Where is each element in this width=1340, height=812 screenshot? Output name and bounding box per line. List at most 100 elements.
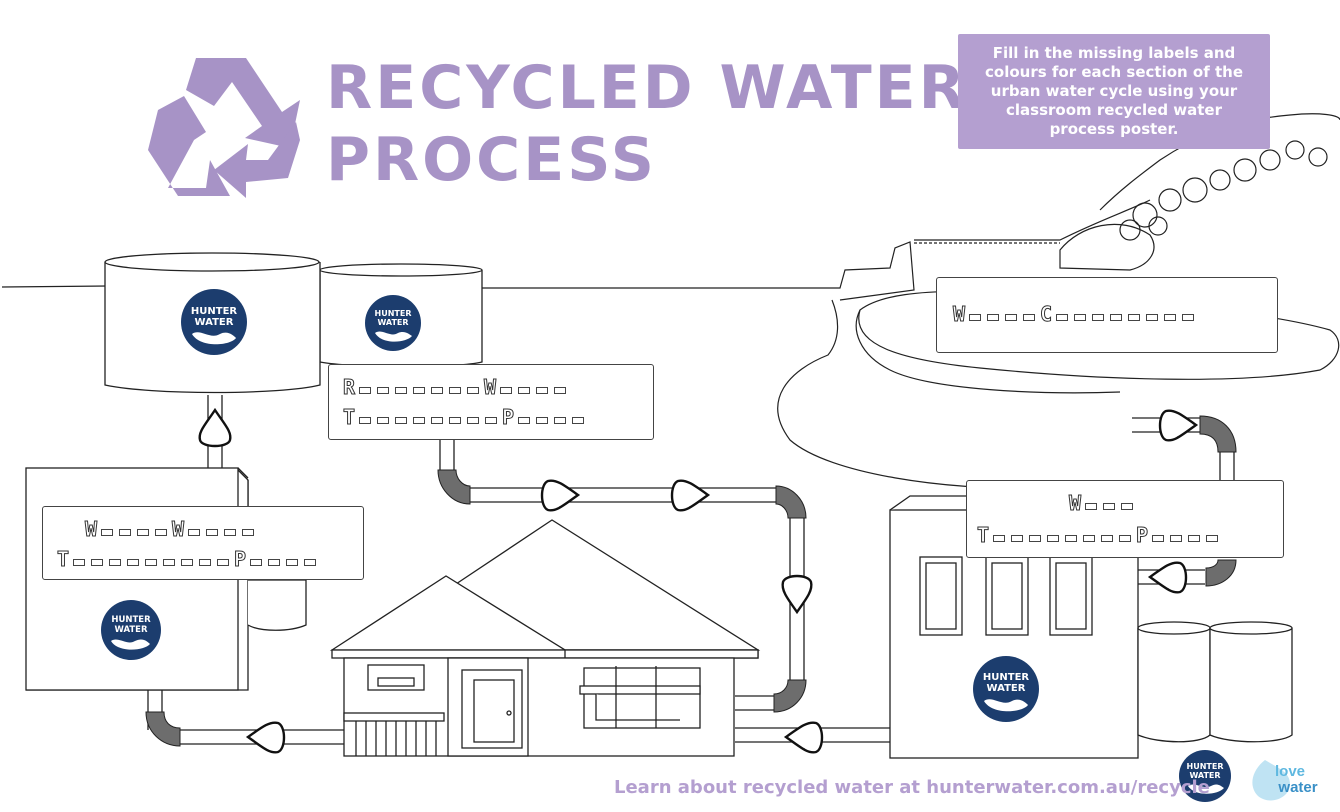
blank-dash[interactable] <box>413 387 426 394</box>
blank-dash[interactable] <box>449 417 462 424</box>
blank-dash[interactable] <box>1074 314 1087 321</box>
blank-dash[interactable] <box>101 529 114 536</box>
blank-dash[interactable] <box>1005 314 1018 321</box>
blank-dash[interactable] <box>377 417 390 424</box>
blank-dash[interactable] <box>188 529 201 536</box>
hunter-water-logo: HUNTER WATER <box>973 656 1039 722</box>
blank-dash[interactable] <box>1103 503 1116 510</box>
label-letter: W <box>172 517 186 542</box>
blank-dash[interactable] <box>217 559 230 566</box>
blank-dash[interactable] <box>431 417 444 424</box>
svg-text:WATER: WATER <box>195 317 234 328</box>
label-letter: W <box>84 517 99 542</box>
blank-dash[interactable] <box>119 529 132 536</box>
blank-dash[interactable] <box>1023 314 1036 321</box>
svg-text:HUNTER: HUNTER <box>191 306 238 317</box>
blank-dash[interactable] <box>395 387 408 394</box>
footer-link-text[interactable]: Learn about recycled water at hunterwate… <box>614 777 1210 798</box>
blank-dash[interactable] <box>500 387 513 394</box>
label-letter: P <box>1136 523 1150 548</box>
svg-text:WATER: WATER <box>114 625 148 635</box>
love-water-logo: love water <box>1252 760 1318 801</box>
blank-dash[interactable] <box>1101 535 1114 542</box>
flow-droplets <box>198 407 1199 754</box>
blank-dash[interactable] <box>1170 535 1183 542</box>
blank-dash[interactable] <box>1128 314 1141 321</box>
svg-text:WATER: WATER <box>377 318 408 327</box>
label-line: W <box>1068 491 1136 516</box>
blank-dash[interactable] <box>91 559 104 566</box>
blank-dash[interactable] <box>359 417 372 424</box>
blank-dash[interactable] <box>224 529 237 536</box>
blank-dash[interactable] <box>155 529 168 536</box>
label-letter: W <box>484 375 498 400</box>
blank-dash[interactable] <box>137 529 150 536</box>
svg-text:HUNTER: HUNTER <box>1187 762 1224 771</box>
svg-text:HUNTER: HUNTER <box>983 672 1030 683</box>
hunter-water-logo: HUNTER WATER <box>181 289 247 355</box>
blank-dash[interactable] <box>467 387 480 394</box>
blank-dash[interactable] <box>1047 535 1060 542</box>
blank-dash[interactable] <box>286 559 299 566</box>
blank-dash[interactable] <box>268 559 281 566</box>
blank-dash[interactable] <box>1092 314 1105 321</box>
blank-dash[interactable] <box>413 417 426 424</box>
blank-dash[interactable] <box>485 417 498 424</box>
blank-dash[interactable] <box>395 417 408 424</box>
blank-dash[interactable] <box>518 387 531 394</box>
blank-dash[interactable] <box>1110 314 1123 321</box>
blank-dash[interactable] <box>518 417 531 424</box>
blank-dash[interactable] <box>1083 535 1096 542</box>
blank-dash[interactable] <box>572 417 585 424</box>
blank-dash[interactable] <box>145 559 158 566</box>
blank-dash[interactable] <box>359 387 372 394</box>
blank-dash[interactable] <box>987 314 1000 321</box>
blank-dash[interactable] <box>1119 535 1132 542</box>
blank-dash[interactable] <box>536 417 549 424</box>
blank-dash[interactable] <box>431 387 444 394</box>
blank-dash[interactable] <box>554 417 567 424</box>
blank-dash[interactable] <box>1085 503 1098 510</box>
blank-dash[interactable] <box>1029 535 1042 542</box>
blank-dash[interactable] <box>199 559 212 566</box>
hunter-water-logo: HUNTER WATER <box>101 600 161 660</box>
blank-dash[interactable] <box>1182 314 1195 321</box>
label-letter: P <box>502 405 516 430</box>
blank-dash[interactable] <box>467 417 480 424</box>
label-letter: R <box>342 375 357 400</box>
page-title-line2: PROCESS <box>326 125 657 195</box>
blank-dash[interactable] <box>127 559 140 566</box>
blank-dash[interactable] <box>1056 314 1069 321</box>
blank-dash[interactable] <box>1152 535 1165 542</box>
blank-dash[interactable] <box>969 314 982 321</box>
svg-text:love: love <box>1275 763 1305 780</box>
hunter-water-logo: HUNTER WATER <box>365 295 421 351</box>
blank-dash[interactable] <box>1206 535 1219 542</box>
blank-dash[interactable] <box>554 387 567 394</box>
blank-dash[interactable] <box>206 529 219 536</box>
blank-dash[interactable] <box>242 529 255 536</box>
blank-dash[interactable] <box>536 387 549 394</box>
blank-dash[interactable] <box>449 387 462 394</box>
blank-dash[interactable] <box>377 387 390 394</box>
blank-dash[interactable] <box>1121 503 1134 510</box>
blank-dash[interactable] <box>1188 535 1201 542</box>
blank-dash[interactable] <box>163 559 176 566</box>
blank-dash[interactable] <box>1146 314 1159 321</box>
blank-dash[interactable] <box>1011 535 1024 542</box>
blank-dash[interactable] <box>993 535 1006 542</box>
blank-dash[interactable] <box>250 559 263 566</box>
blank-dash[interactable] <box>1065 535 1078 542</box>
blank-dash[interactable] <box>1164 314 1177 321</box>
blank-dash[interactable] <box>304 559 317 566</box>
label-letter: T <box>342 405 357 430</box>
blank-dash[interactable] <box>73 559 86 566</box>
blank-dash[interactable] <box>109 559 122 566</box>
blank-dash[interactable] <box>181 559 194 566</box>
